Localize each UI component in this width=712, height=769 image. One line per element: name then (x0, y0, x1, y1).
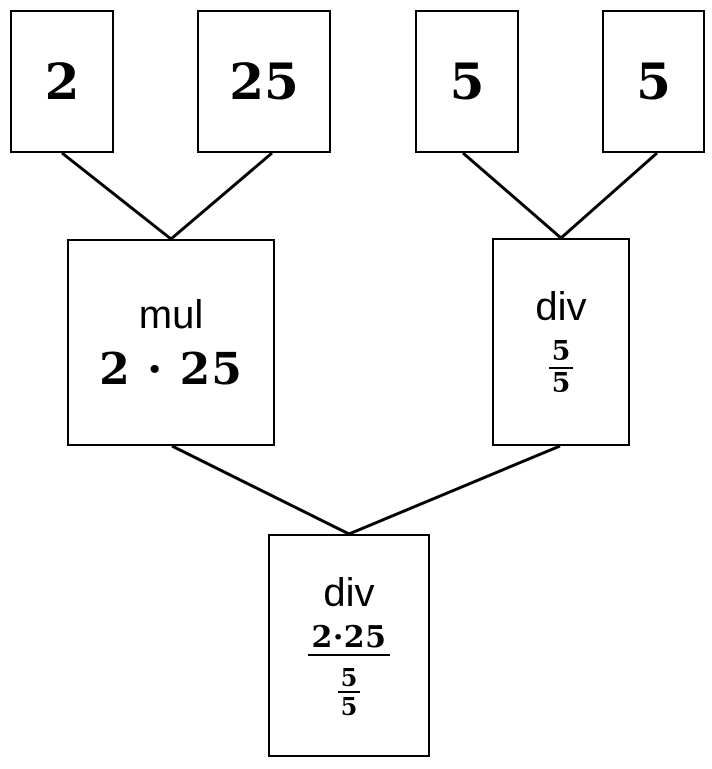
node-operation-div-root[interactable]: div 2·25 5 5 (268, 534, 430, 757)
fraction-bar (548, 367, 574, 369)
leaf-value: 5 (449, 51, 485, 111)
node-operation-div-right[interactable]: div 5 5 (492, 238, 630, 446)
fraction-denominator: 5 (551, 368, 571, 399)
node-leaf-5-right[interactable]: 5 (602, 10, 705, 153)
inner-fraction-numerator: 5 (340, 663, 358, 693)
fraction-numerator: 5 (551, 335, 571, 367)
edge-mul-to-divroot (171, 444, 350, 536)
fraction-5-over-5: 5 5 (548, 335, 574, 399)
leaf-value: 5 (636, 51, 671, 111)
leaf-value: 2 (44, 51, 80, 111)
edge-leaf0-to-mul (61, 151, 172, 241)
edge-div-to-divroot (348, 444, 561, 536)
nested-fraction: 2·25 5 5 (308, 619, 390, 719)
inner-fraction-5-over-5: 5 5 (337, 663, 361, 722)
inner-fraction-bar (337, 691, 361, 694)
fraction-numerator: 2·25 (311, 619, 387, 655)
fraction-denominator: 5 5 (335, 657, 364, 719)
node-leaf-2[interactable]: 2 (10, 10, 114, 153)
edge-leaf3-to-div (560, 151, 658, 240)
operation-label: div (323, 570, 375, 615)
operation-expression: 2 · 25 (99, 343, 243, 395)
operation-label: div (535, 284, 587, 329)
fraction-bar (308, 654, 390, 657)
inner-fraction-denominator: 5 (340, 692, 358, 722)
edge-leaf1-to-mul (170, 151, 273, 241)
node-leaf-25[interactable]: 25 (197, 10, 331, 153)
leaf-value: 25 (229, 51, 299, 111)
node-leaf-5-left[interactable]: 5 (415, 10, 519, 153)
operation-label: mul (138, 292, 204, 337)
node-operation-mul[interactable]: mul 2 · 25 (67, 239, 275, 446)
edge-leaf2-to-div (462, 151, 562, 240)
